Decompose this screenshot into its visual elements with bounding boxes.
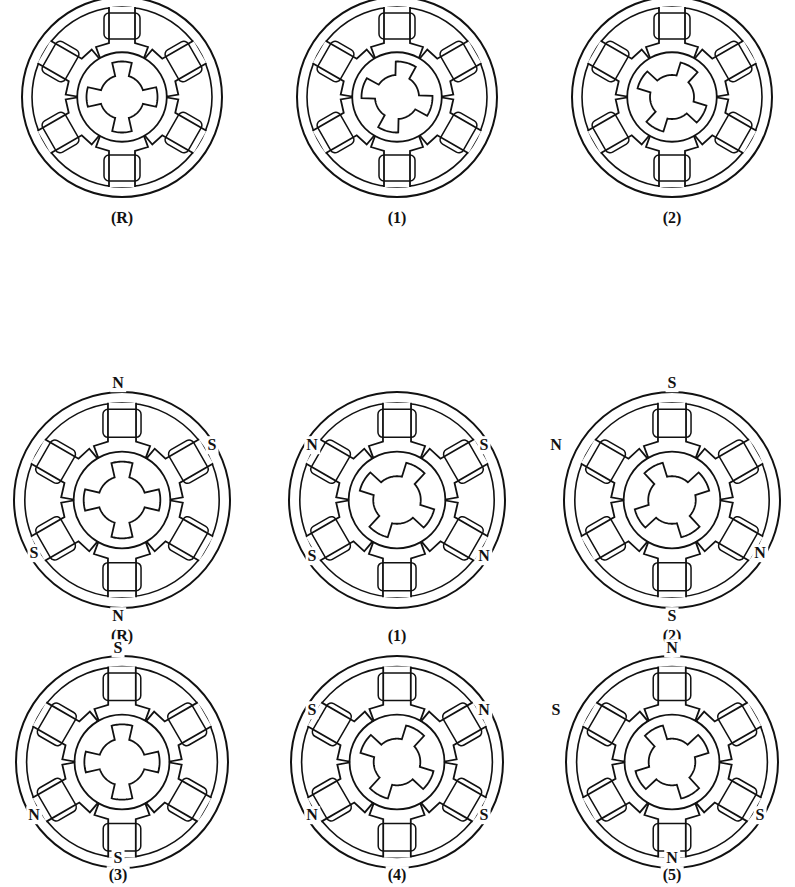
- rotor: [362, 62, 433, 133]
- pole-polarity: S: [306, 701, 319, 719]
- stator: [22, 0, 222, 197]
- rotor: [635, 725, 708, 798]
- stator: [572, 0, 772, 197]
- stator: [289, 392, 505, 608]
- pole-polarity: S: [112, 849, 125, 867]
- pole-polarity: S: [112, 639, 125, 657]
- stator: [14, 392, 230, 608]
- stator: [564, 392, 780, 608]
- pole-polarity: N: [304, 806, 320, 824]
- pole-polarity: N: [548, 436, 564, 454]
- figure-label: (3): [107, 866, 130, 884]
- rotor: [87, 62, 158, 133]
- pole-polarity: S: [666, 374, 679, 392]
- pole-polarity: N: [476, 701, 492, 719]
- pole-polarity: N: [752, 544, 768, 562]
- rotor: [635, 463, 709, 537]
- figure-label: (1): [386, 209, 409, 227]
- pole-polarity: N: [26, 806, 42, 824]
- pole-polarity: N: [664, 639, 680, 657]
- pole-polarity: N: [110, 607, 126, 625]
- figure-label: (R): [109, 209, 135, 227]
- stator: [291, 656, 503, 868]
- rotor: [84, 724, 159, 799]
- pole-polarity: S: [478, 436, 491, 454]
- stator: [297, 0, 497, 197]
- pole-polarity: S: [550, 701, 563, 719]
- rotor: [360, 725, 433, 798]
- pole-polarity: S: [206, 436, 219, 454]
- pole-polarity: N: [304, 436, 320, 454]
- pole-polarity: N: [110, 374, 126, 392]
- figure-label: (4): [386, 866, 409, 884]
- stator: [566, 656, 778, 868]
- pole-polarity: N: [664, 849, 680, 867]
- pole-polarity: N: [476, 547, 492, 565]
- pole-polarity: S: [666, 607, 679, 625]
- rotor: [638, 63, 707, 132]
- pole-polarity: S: [478, 806, 491, 824]
- pole-polarity: S: [754, 806, 767, 824]
- pole-polarity: S: [28, 544, 41, 562]
- figure-label: (2): [661, 209, 684, 227]
- pole-polarity: S: [306, 547, 319, 565]
- rotor: [84, 462, 161, 539]
- stator: [16, 656, 228, 868]
- rotor: [360, 463, 434, 537]
- figure-label: (1): [386, 627, 409, 645]
- figure-label: (5): [661, 866, 684, 884]
